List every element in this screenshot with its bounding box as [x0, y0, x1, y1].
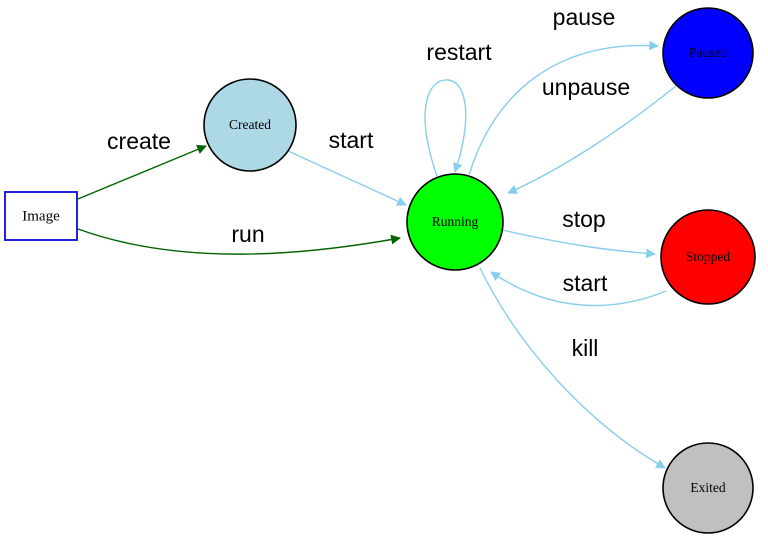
node-running-label: Running — [432, 214, 479, 229]
node-exited[interactable]: Exited — [662, 442, 754, 534]
node-running[interactable]: Running — [406, 173, 504, 271]
edge-restart[interactable]: restart — [424, 39, 492, 177]
edge-create[interactable]: create — [77, 128, 207, 200]
edge-pause-path — [468, 40, 659, 176]
node-created[interactable]: Created — [203, 78, 297, 172]
edge-pause[interactable]: pause — [468, 4, 659, 176]
edge-create-label: create — [107, 128, 171, 154]
edge-restart-label: restart — [426, 39, 492, 65]
edge-run[interactable]: run — [77, 221, 401, 255]
edge-stop-label: stop — [562, 206, 605, 232]
node-paused[interactable]: Paused — [662, 7, 754, 99]
node-stopped[interactable]: Stopped — [660, 209, 756, 305]
edge-start-created-path — [287, 150, 407, 206]
edge-run-path — [77, 228, 401, 255]
edges-layer: create run start restart pause — [77, 4, 677, 469]
edge-start-created[interactable]: start — [287, 127, 407, 206]
node-running-shape — [406, 173, 504, 271]
edge-unpause[interactable]: unpause — [507, 74, 677, 194]
edge-pause-label: pause — [553, 4, 616, 30]
edge-start-stopped[interactable]: start — [490, 270, 667, 307]
edge-create-path — [77, 144, 207, 200]
edge-stop[interactable]: stop — [501, 206, 656, 259]
edge-start-stopped-path — [490, 271, 667, 307]
node-created-label: Created — [229, 117, 271, 132]
node-stopped-label: Stopped — [686, 249, 731, 264]
node-stopped-shape — [660, 209, 756, 305]
node-paused-shape — [662, 7, 754, 99]
edge-kill-label: kill — [572, 335, 599, 361]
node-image[interactable]: Image — [4, 191, 78, 241]
node-image-shape — [4, 191, 78, 241]
edge-start-stopped-label: start — [563, 270, 608, 296]
edge-kill-path — [479, 267, 666, 469]
node-paused-label: Paused — [689, 45, 727, 60]
edge-unpause-label: unpause — [542, 74, 630, 100]
node-exited-label: Exited — [690, 480, 725, 495]
edge-stop-path — [501, 229, 656, 259]
nodes-layer: Image Created Running Paused Stopped — [4, 7, 756, 534]
edge-start-created-label: start — [329, 127, 374, 153]
edge-unpause-path — [507, 85, 677, 194]
edge-kill[interactable]: kill — [479, 267, 666, 469]
node-exited-shape — [662, 442, 754, 534]
node-image-label: Image — [22, 208, 60, 224]
node-created-shape — [203, 78, 297, 172]
edge-run-label: run — [231, 221, 264, 247]
edge-restart-path — [424, 79, 467, 177]
